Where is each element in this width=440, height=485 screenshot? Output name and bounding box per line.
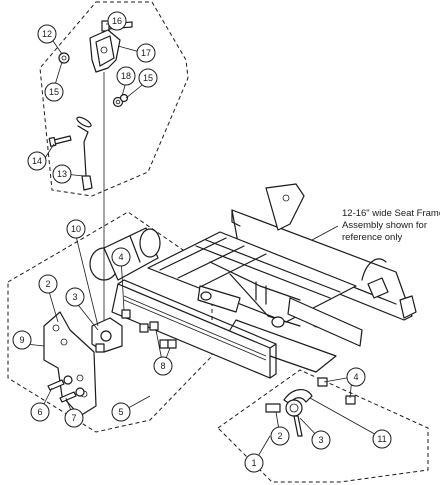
callout-8: 8 — [153, 356, 173, 376]
callout-18: 18 — [116, 66, 136, 86]
callout-3-left: 3 — [65, 287, 85, 307]
detail-boundary-right — [217, 369, 429, 483]
callout-10: 10 — [66, 219, 86, 239]
callout-15-right: 15 — [138, 68, 158, 88]
callout-11: 11 — [372, 429, 392, 449]
callout-10-label: 10 — [71, 224, 81, 234]
callout-12-label: 12 — [42, 29, 52, 39]
callout-17: 17 — [136, 43, 156, 63]
callout-14-label: 14 — [32, 156, 42, 166]
callout-3-left-label: 3 — [72, 292, 77, 302]
callout-8-label: 8 — [160, 361, 165, 371]
callout-2-right-label: 2 — [277, 431, 282, 441]
callout-13: 13 — [52, 164, 72, 184]
reference-note: 12-16" wide Seat Frame Assembly shown fo… — [342, 208, 440, 244]
callout-9: 9 — [12, 330, 32, 350]
callout-7-label: 7 — [71, 413, 76, 423]
callout-7: 7 — [64, 408, 84, 428]
callout-16-label: 16 — [112, 16, 122, 26]
seat-frame-assembly — [89, 183, 417, 379]
callout-15-left: 15 — [44, 82, 64, 102]
callout-13-label: 13 — [57, 169, 67, 179]
left-bracket-parts — [43, 309, 177, 417]
callout-4-right: 4 — [346, 367, 366, 387]
reference-note-line-3: reference only — [342, 232, 403, 243]
right-clamp-parts — [265, 377, 356, 437]
detail-boundary-left — [7, 211, 213, 433]
callout-3-right-label: 3 — [318, 435, 323, 445]
callout-1-label: 1 — [251, 458, 256, 468]
reference-note-line-2: Assembly shown for — [342, 220, 428, 231]
callout-6: 6 — [30, 402, 50, 422]
callout-12: 12 — [37, 24, 57, 44]
callout-18-label: 18 — [121, 71, 131, 81]
callout-2-left-label: 2 — [45, 279, 50, 289]
callout-2-right: 2 — [270, 426, 290, 446]
detail-boundary-top — [39, 1, 189, 197]
callout-9-label: 9 — [19, 335, 24, 345]
callout-4-right-label: 4 — [353, 372, 358, 382]
callout-3-right: 3 — [311, 430, 331, 450]
reference-note-line-1: 12-16" wide Seat Frame — [342, 208, 440, 219]
callout-5: 5 — [111, 402, 131, 422]
callout-1: 1 — [244, 453, 264, 473]
callout-2-left: 2 — [38, 274, 58, 294]
callout-15-right-label: 15 — [143, 73, 153, 83]
callout-17-label: 17 — [141, 48, 151, 58]
callout-15-left-label: 15 — [49, 87, 59, 97]
callout-6-label: 6 — [37, 407, 42, 417]
callout-4-left-label: 4 — [118, 252, 123, 262]
callout-5-label: 5 — [118, 407, 123, 417]
callout-14: 14 — [27, 151, 47, 171]
callout-11-label: 11 — [377, 434, 386, 444]
callout-4-left: 4 — [111, 247, 131, 267]
callout-16: 16 — [107, 11, 127, 31]
